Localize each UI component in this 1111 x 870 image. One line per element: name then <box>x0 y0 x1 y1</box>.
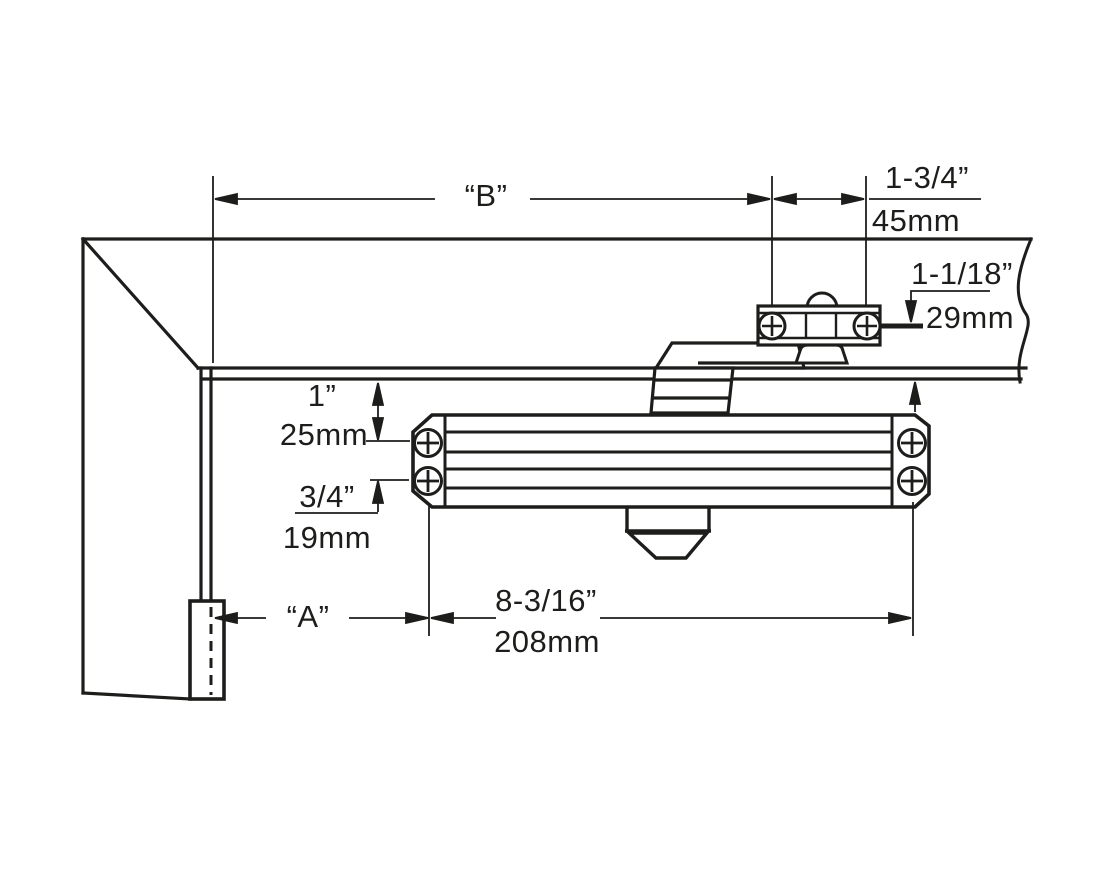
dim-bracket-offset-mm: 29mm <box>925 300 1015 335</box>
dim-frame-gap-mm: 25mm <box>279 417 369 452</box>
bracket-screw-icon <box>852 311 882 341</box>
body-screw-icon <box>413 428 443 458</box>
body-screw-icon <box>897 428 927 458</box>
dim-b-label: “B” <box>464 178 508 213</box>
body-screw-icon <box>413 466 443 496</box>
dimension-lines <box>212 176 990 636</box>
closer-arm <box>649 341 807 415</box>
dim-top-offset-mm: 45mm <box>871 203 961 238</box>
bracket-screw-icon <box>757 311 787 341</box>
dim-screw-gap-mm: 19mm <box>282 520 372 555</box>
bracket-foot <box>793 343 850 365</box>
door-and-frame <box>80 236 1033 701</box>
dim-screw-gap-inches: 3/4” <box>299 479 355 514</box>
closer-spindle <box>624 508 711 560</box>
body-ribs <box>445 430 892 490</box>
dim-top-offset-inches: 1-3/4” <box>885 160 969 195</box>
closer-body <box>411 413 931 509</box>
door-hinge <box>188 599 226 701</box>
dim-bracket-offset-inches: 1-1/18” <box>911 256 1013 291</box>
dim-body-span-mm: 208mm <box>494 624 600 659</box>
dim-frame-gap-inches: 1” <box>307 378 337 413</box>
body-screw-icon <box>897 466 927 496</box>
dim-a-label: “A” <box>286 599 330 634</box>
dim-body-span-inches: 8-3/16” <box>495 583 597 618</box>
